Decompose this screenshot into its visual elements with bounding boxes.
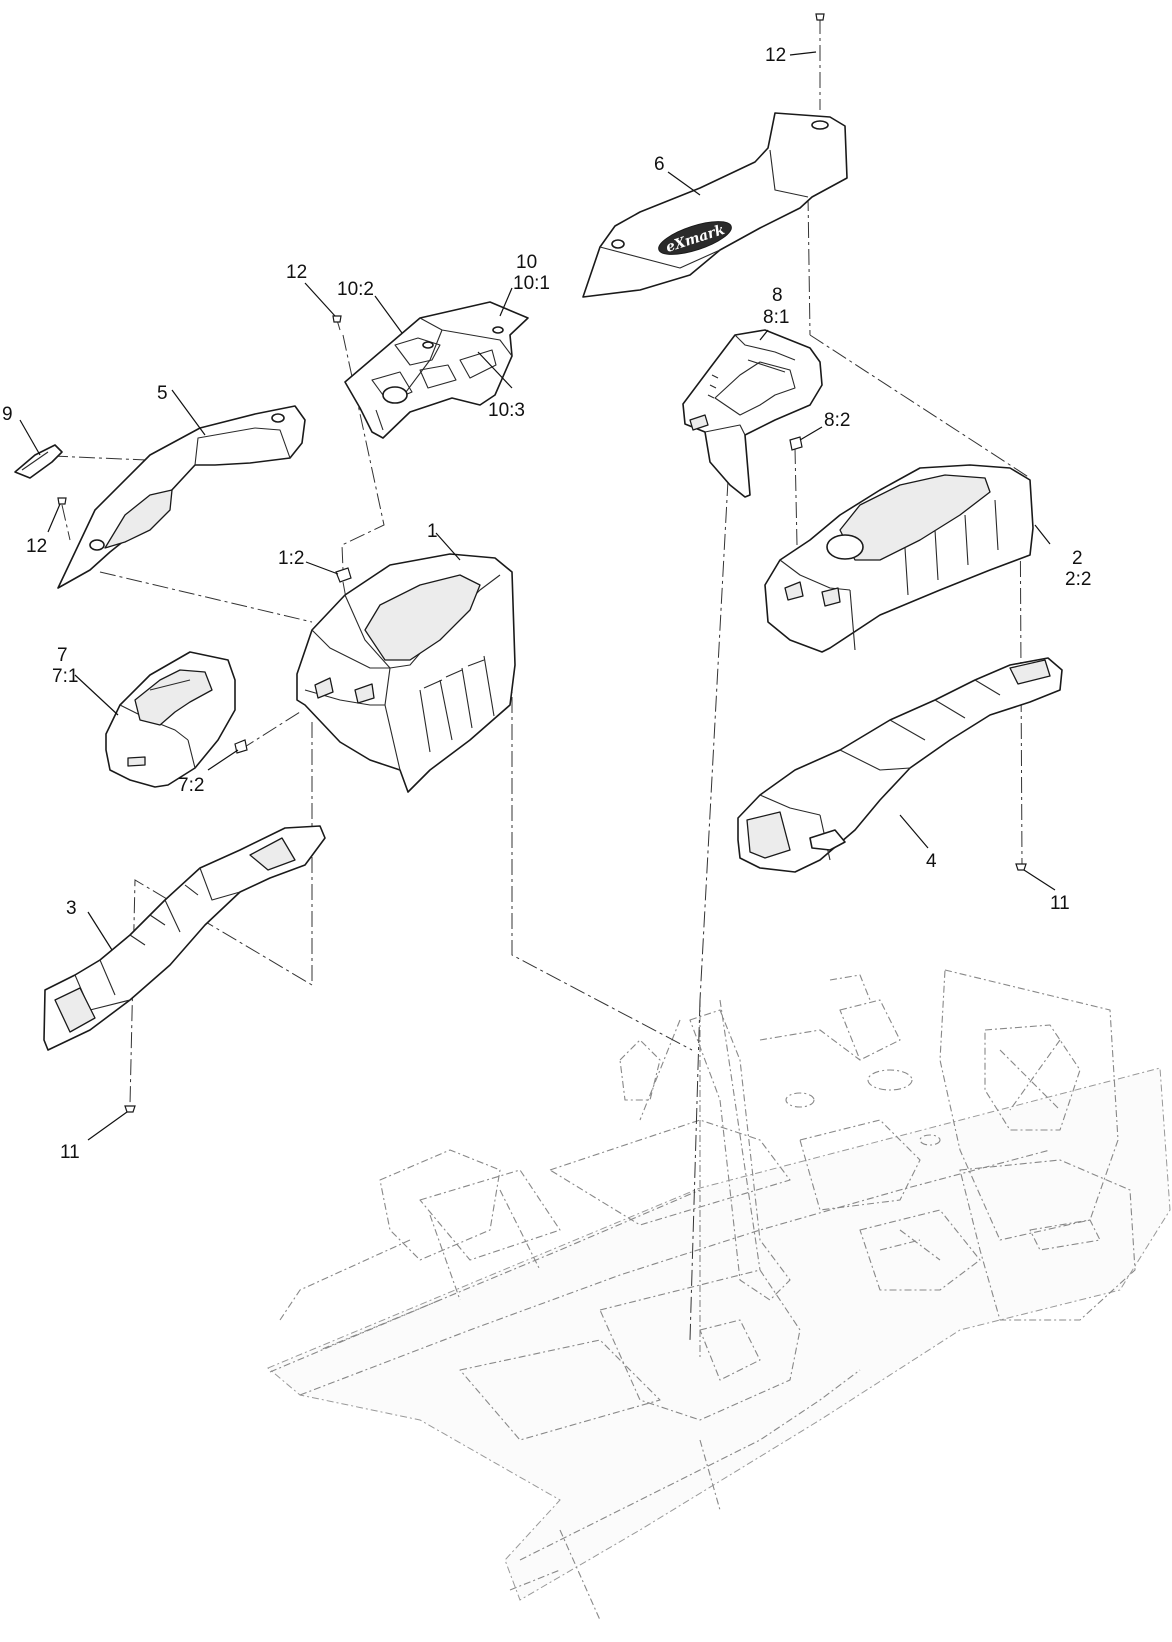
callout-7-2: 7:2	[178, 775, 204, 796]
callout-5: 5	[157, 383, 168, 404]
part-4-rail[interactable]	[737, 657, 1063, 873]
callout-10-1: 10:1	[513, 273, 550, 294]
part-9-decal[interactable]	[14, 444, 63, 479]
part-3-rail[interactable]	[43, 825, 326, 1051]
callout-1-2: 1:2	[278, 548, 304, 569]
callout-10-3: 10:3	[488, 400, 525, 421]
callout-10: 10	[516, 252, 537, 273]
callout-11-left: 11	[60, 1142, 80, 1163]
bolt-12-left[interactable]	[57, 497, 67, 505]
part-1-pod[interactable]	[296, 553, 516, 793]
leader-lines	[19, 51, 1056, 1141]
callout-9: 9	[2, 404, 13, 425]
bolt-12-mid[interactable]	[332, 315, 342, 323]
callout-7-1: 7:1	[52, 666, 78, 687]
callout-7: 7	[57, 645, 68, 666]
part-8-console[interactable]	[682, 329, 823, 498]
callout-4: 4	[926, 851, 937, 872]
clip-7-2[interactable]	[234, 739, 248, 754]
bolt-12-top[interactable]	[815, 13, 825, 21]
part-5-shield[interactable]	[57, 405, 306, 589]
bolt-11-right[interactable]	[1015, 863, 1027, 871]
chassis-frame	[267, 969, 1171, 1621]
callout-8: 8	[772, 285, 783, 306]
callout-labels: 12 6 10 10:1 10:2 12 10:3 8 8:1 8:2 5 9 …	[2, 45, 1091, 1163]
callout-3: 3	[66, 898, 77, 919]
clip-8-2[interactable]	[789, 436, 803, 451]
exmark-logo-oval	[658, 221, 732, 255]
callout-8-1: 8:1	[763, 307, 789, 328]
bolt-11-left[interactable]	[124, 1105, 136, 1113]
callout-2-2: 2:2	[1065, 569, 1091, 590]
callout-2: 2	[1072, 548, 1083, 569]
clip-1-2[interactable]	[335, 567, 352, 583]
part-2-pod[interactable]	[764, 464, 1034, 653]
callout-12-mid: 12	[286, 262, 307, 283]
fasteners	[57, 13, 1027, 1113]
part-6-cover[interactable]: eXmark	[582, 112, 848, 298]
part-7-console[interactable]	[105, 651, 236, 788]
callout-12-top: 12	[765, 45, 786, 66]
callout-11-right: 11	[1050, 893, 1070, 914]
callout-1: 1	[427, 521, 438, 542]
callout-10-2: 10:2	[337, 279, 374, 300]
part-10-plate[interactable]	[344, 301, 529, 439]
callout-12-left: 12	[26, 536, 47, 557]
callout-6: 6	[654, 154, 665, 175]
callout-8-2: 8:2	[824, 410, 850, 431]
